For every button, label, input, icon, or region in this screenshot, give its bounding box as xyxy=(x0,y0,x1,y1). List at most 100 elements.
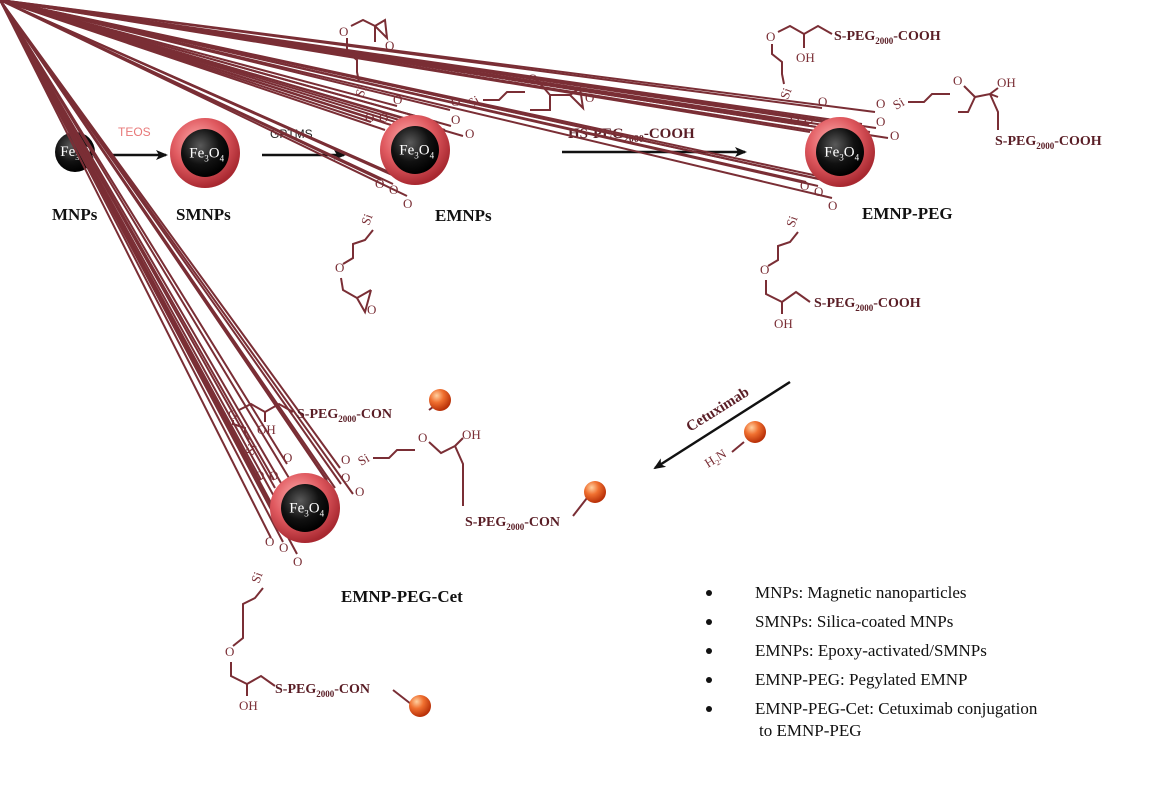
amine-group: H2N xyxy=(702,445,731,472)
bond-line xyxy=(0,0,889,139)
bond-line xyxy=(0,0,833,199)
cetuximab-antibody-icon xyxy=(744,421,766,443)
epoxide-ring xyxy=(356,289,372,315)
magnetic-core xyxy=(281,484,329,532)
oxygen-atom: O xyxy=(451,112,460,127)
peg-linker-label: S-PEG2000-COOH xyxy=(814,296,921,313)
legend-item: EMNP-PEG: Pegylated EMNP xyxy=(700,665,1037,694)
silicon-atom: Si xyxy=(783,213,801,229)
oxygen-atom: O xyxy=(283,450,292,465)
bond-line xyxy=(0,0,272,539)
silicon-atom: Si xyxy=(777,85,795,101)
oxygen-atom: O xyxy=(465,126,474,141)
bond-line xyxy=(0,0,876,113)
oxygen-atom: O xyxy=(385,38,394,53)
text-part: -CON xyxy=(356,407,392,422)
bond-line xyxy=(0,0,448,139)
bond-line xyxy=(0,0,452,127)
text-part: S-PEG xyxy=(275,682,316,697)
propyl-chain xyxy=(342,229,374,265)
chain xyxy=(454,445,464,506)
propyl-chain xyxy=(232,420,250,441)
cetuximab-antibody-icon xyxy=(584,481,606,503)
oxygen-atom: O xyxy=(418,430,427,445)
propyl-chain xyxy=(483,91,525,101)
oxygen-atom: O xyxy=(279,540,288,555)
text-part: O xyxy=(419,143,430,159)
chain xyxy=(989,93,999,130)
fe3o4-formula: Fe3O4 xyxy=(824,145,859,163)
oxygen-atom: O xyxy=(293,554,302,569)
hydroxyl-group: OH xyxy=(239,698,258,713)
text-part: -COOH xyxy=(1054,134,1102,149)
amine-bond xyxy=(731,441,745,453)
oxygen-atom: O xyxy=(790,112,799,127)
text-part: 2000 xyxy=(506,522,525,532)
epoxide-ring xyxy=(374,18,389,41)
oxygen-atom: O xyxy=(225,644,234,659)
bond-line xyxy=(0,0,464,137)
fe3o4-formula: Fe3O4 xyxy=(399,143,434,161)
text-part: -CON xyxy=(524,515,560,530)
hydroxyl-group: OH xyxy=(257,422,276,437)
peg-linker-label: S-PEG2000-CON xyxy=(275,682,370,699)
bond-line xyxy=(0,0,284,543)
text-part: O xyxy=(209,146,220,162)
text-part: -COOH xyxy=(873,296,921,311)
text-part: 3 xyxy=(414,151,419,161)
text-part: 4 xyxy=(220,154,225,164)
legend-text: EMNP-PEG-Cet: Cetuximab conjugation xyxy=(755,699,1038,718)
hydroxypropyl-chain xyxy=(963,85,999,99)
oxygen-atom: O xyxy=(355,484,364,499)
text-part: 2 xyxy=(714,458,722,468)
legend-list: MNPs: Magnetic nanoparticles SMNPs: Sili… xyxy=(700,578,1037,741)
legend-item: EMNP-PEG-Cet: Cetuximab conjugation to E… xyxy=(700,694,1037,741)
label-emnp-peg-cet: EMNP-PEG-Cet xyxy=(341,587,463,606)
text-part: 2000 xyxy=(875,36,894,46)
peg-linker-label: S-PEG2000-COOH xyxy=(995,134,1102,151)
silicon-atom: Si xyxy=(358,211,376,227)
oxygen-atom: O xyxy=(341,452,350,467)
siloxane-anchor xyxy=(0,0,408,197)
oxygen-atom: O xyxy=(339,24,348,39)
propyl-chain xyxy=(373,449,415,459)
legend-item: MNPs: Magnetic nanoparticles xyxy=(700,578,1037,607)
arrow-cetuximab xyxy=(653,380,791,470)
oxygen-atom: O xyxy=(876,96,885,111)
bond-line xyxy=(0,0,354,495)
bond-line xyxy=(0,0,298,539)
text-part: -COOH xyxy=(893,29,941,44)
text-part: O xyxy=(309,501,320,517)
oxygen-atom: O xyxy=(341,470,350,485)
oxygen-atom: O xyxy=(269,468,278,483)
text-part: 4 xyxy=(320,509,325,519)
glycidyl-chain xyxy=(340,277,372,300)
text-part: Fe xyxy=(824,145,839,161)
hydroxyl-group: OH xyxy=(796,50,815,65)
hydroxyl-group: OH xyxy=(997,75,1016,90)
fe3o4-formula: Fe3O4 xyxy=(289,501,324,519)
oxygen-atom: O xyxy=(393,92,402,107)
text-part: -COOH xyxy=(644,126,695,142)
bond-line xyxy=(0,0,288,465)
propyl-chain xyxy=(346,38,360,83)
amide-bond xyxy=(572,497,588,517)
label-smnps: SMNPs xyxy=(176,205,231,224)
peg-linker-label: S-PEG2000-CON xyxy=(297,407,392,424)
hydroxyl-group: OH xyxy=(774,316,793,331)
hydroxypropyl-chain xyxy=(230,662,276,687)
oxygen-atom: O xyxy=(265,534,274,549)
bond-line xyxy=(0,0,408,197)
legend-text: EMNPs: Epoxy-activated/SMNPs xyxy=(755,641,987,660)
siloxane-anchor xyxy=(0,0,354,497)
legend-text: MNPs: Magnetic nanoparticles xyxy=(755,583,967,602)
text-part: S-PEG xyxy=(995,134,1036,149)
magnetic-core xyxy=(181,129,229,177)
bond-line xyxy=(0,0,298,555)
oxygen-atom: O xyxy=(890,128,899,143)
hydroxyl-bond xyxy=(989,87,999,95)
oxygen-atom: O xyxy=(818,94,827,109)
silicon-atom: Si xyxy=(248,569,266,585)
oxygen-atom: O xyxy=(335,260,344,275)
text-part: -CON xyxy=(334,682,370,697)
